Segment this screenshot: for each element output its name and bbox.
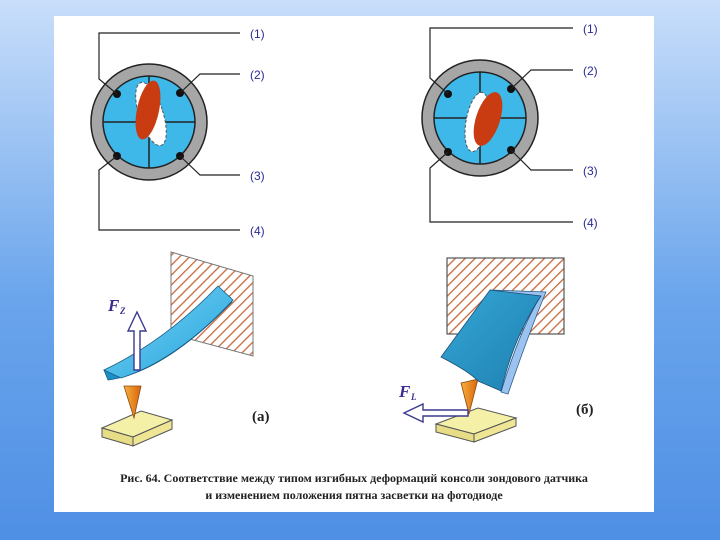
lead-labels-left: (1) (2) (3) (4) — [250, 27, 265, 238]
probe-tip-left — [123, 385, 142, 420]
lead-label-right-4: (4) — [583, 216, 598, 230]
leads-right — [429, 27, 573, 223]
panel-label-b: (б) — [576, 402, 594, 418]
force-label-fz-sub: Z — [119, 306, 126, 316]
cantilever-right — [440, 289, 542, 392]
figure-caption: Рис. 64. Соответствие между типом изгибн… — [54, 470, 654, 504]
photodiode-left — [90, 63, 208, 181]
lead-label-right-3: (3) — [583, 164, 598, 178]
force-label-fl: F — [398, 382, 411, 401]
caption-line-1: Рис. 64. Соответствие между типом изгибн… — [120, 471, 588, 485]
force-label-fz: F — [107, 296, 120, 315]
force-label-fl-sub: L — [410, 392, 417, 402]
lead-label-right-1: (1) — [583, 22, 598, 36]
lead-label-left-2: (2) — [250, 68, 265, 82]
force-arrow-up — [126, 310, 148, 371]
force-arrow-left — [402, 402, 469, 424]
probe-tip-right — [460, 378, 479, 415]
caption-line-2: и изменением положения пятна засветки на… — [205, 488, 503, 502]
cantilever-left-assembly: F Z (а) — [100, 251, 270, 447]
leads-left — [98, 32, 240, 231]
lead-label-left-4: (4) — [250, 224, 265, 238]
lead-label-right-2: (2) — [583, 64, 598, 78]
photodiode-right — [421, 59, 539, 177]
lead-label-left-3: (3) — [250, 169, 265, 183]
lead-label-left-1: (1) — [250, 27, 265, 41]
lead-labels-right: (1) (2) (3) (4) — [583, 22, 598, 230]
panel-label-a: (а) — [252, 409, 270, 425]
cantilever-right-assembly: F L (б) — [398, 257, 594, 443]
